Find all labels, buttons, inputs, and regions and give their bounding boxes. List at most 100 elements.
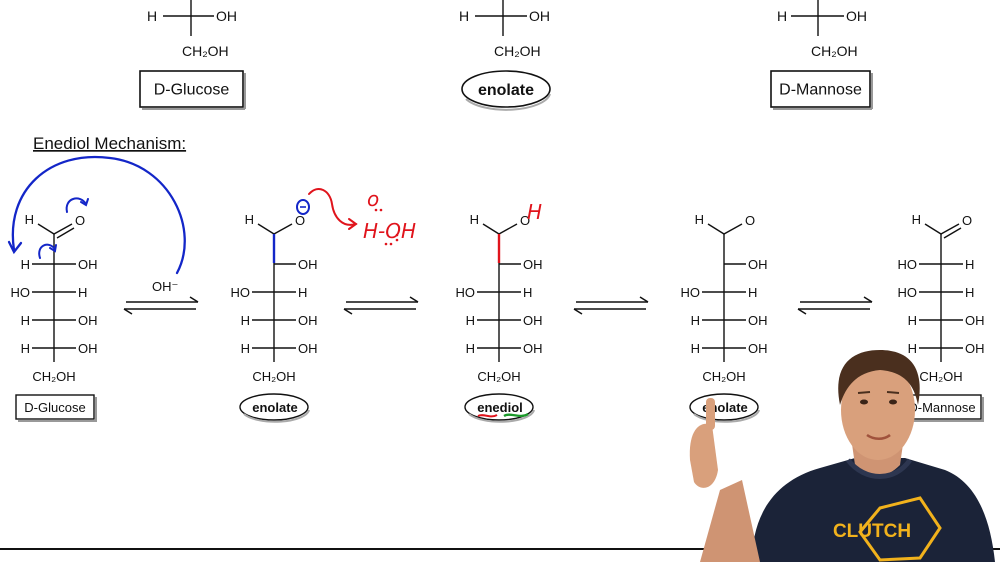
bond-top-h: [482, 223, 500, 235]
handwritten-dots: [374, 208, 399, 246]
handwritten-h: H: [527, 200, 542, 224]
structure-name: D-Glucose: [24, 400, 85, 415]
top-enolate-bottom: CH₂OH: [494, 43, 541, 59]
substituent-right: OH: [523, 313, 543, 328]
structure-name: D-Mannose: [908, 400, 975, 415]
top-glucose-name: D-Glucose: [154, 82, 230, 99]
bond-top-o: [273, 223, 293, 235]
top-oxygen-label: O: [962, 213, 972, 228]
top-oxygen-label: O: [745, 213, 755, 228]
substituent-right: OH: [78, 313, 98, 328]
top-mannose-name: D-Mannose: [779, 82, 862, 99]
section-title: Enediol Mechanism:: [33, 134, 186, 153]
top-enolate-right: OH: [529, 8, 550, 24]
substituent-left: H: [466, 313, 475, 328]
top-oxygen-label: O: [295, 213, 305, 228]
top-mannose-right: OH: [846, 8, 867, 24]
clutch-logo-shape: [858, 496, 942, 562]
ch2oh-label: CH₂OH: [32, 369, 75, 384]
equilibrium-arrow-2: [343, 296, 419, 315]
top-enolate: H OH CH₂OH enolate: [459, 0, 551, 111]
top-mannose: H OH CH₂OH D-Mannose: [770, 0, 873, 110]
top-hydrogen-label: H: [912, 212, 921, 227]
top-glucose-right: OH: [216, 8, 237, 24]
top-glucose: H OH CH₂OH D-Glucose: [139, 0, 246, 110]
substituent-left: H: [241, 341, 250, 356]
handwritten-lone-pair-o: o: [367, 187, 379, 211]
substituent-left: H: [691, 341, 700, 356]
carbonyl-double-bond: [56, 227, 75, 239]
top-glucose-left: H: [147, 8, 157, 24]
green-underline: [503, 412, 529, 418]
name-box-shadow: [18, 397, 97, 422]
bond-top-h: [37, 223, 55, 235]
substituent-right: OH: [965, 313, 985, 328]
equilibrium-arrow-1: [123, 296, 199, 315]
substituent-left: H: [21, 341, 30, 356]
name-ellipse: [239, 393, 309, 421]
reagent-hydroxide: OH⁻: [152, 279, 178, 294]
blue-curved-arrow-big: [7, 155, 186, 275]
substituent-left: HO: [11, 285, 31, 300]
handwritten-water: H-OH: [363, 219, 416, 243]
name-box: [15, 394, 95, 420]
name-ellipse: [464, 393, 534, 421]
name-box: [902, 394, 982, 420]
substituent-right: OH: [748, 257, 768, 272]
substituent-right: H: [748, 285, 757, 300]
substituent-left: H: [691, 313, 700, 328]
top-hydrogen-label: H: [245, 212, 254, 227]
top-mannose-box: [770, 70, 871, 108]
substituent-right: H: [965, 257, 974, 272]
equilibrium-arrow-3: [573, 296, 649, 315]
name-ellipse-shadow: [468, 409, 535, 423]
substituent-left: H: [466, 341, 475, 356]
bond-top-h: [257, 223, 275, 235]
substituent-right: OH: [298, 313, 318, 328]
presenter: CLUTCH: [689, 350, 995, 562]
substituent-right: H: [78, 285, 87, 300]
substituent-right: H: [298, 285, 307, 300]
top-mannose-bottom: CH₂OH: [811, 43, 858, 59]
substituent-right: OH: [523, 257, 543, 272]
ch2oh-label: CH₂OH: [252, 369, 295, 384]
blue-curved-arrow-small-top: [65, 197, 89, 213]
bond-top-o: [53, 223, 73, 235]
substituent-right: OH: [748, 313, 768, 328]
substituent-left: H: [21, 257, 30, 272]
substituent-right: H: [965, 285, 974, 300]
bond-top-h: [707, 223, 725, 235]
equilibrium-arrow-4: [797, 296, 873, 315]
substituent-left: HO: [898, 257, 918, 272]
substituent-left: H: [908, 341, 917, 356]
substituent-left: HO: [231, 285, 251, 300]
structure-name: enolate: [252, 400, 298, 415]
substituent-left: HO: [681, 285, 701, 300]
bond-top-o: [723, 223, 743, 235]
carbonyl-double-bond: [943, 227, 962, 239]
ch2oh-label: CH₂OH: [702, 369, 745, 384]
top-hydrogen-label: H: [25, 212, 34, 227]
substituent-right: H: [523, 285, 532, 300]
substituent-left: H: [908, 313, 917, 328]
top-oxygen-label: O: [520, 213, 530, 228]
substituent-left: HO: [898, 285, 918, 300]
red-underline: [477, 414, 498, 418]
top-glucose-box: [139, 70, 244, 108]
name-ellipse-shadow: [693, 409, 760, 423]
substituent-left: H: [241, 313, 250, 328]
top-glucose-bottom: CH₂OH: [182, 43, 229, 59]
red-curved-arrow: [308, 188, 358, 230]
top-enolate-left: H: [459, 8, 469, 24]
substituent-left: HO: [456, 285, 476, 300]
name-box-shadow: [905, 397, 984, 422]
ch2oh-label: CH₂OH: [919, 369, 962, 384]
substituent-right: OH: [298, 341, 318, 356]
